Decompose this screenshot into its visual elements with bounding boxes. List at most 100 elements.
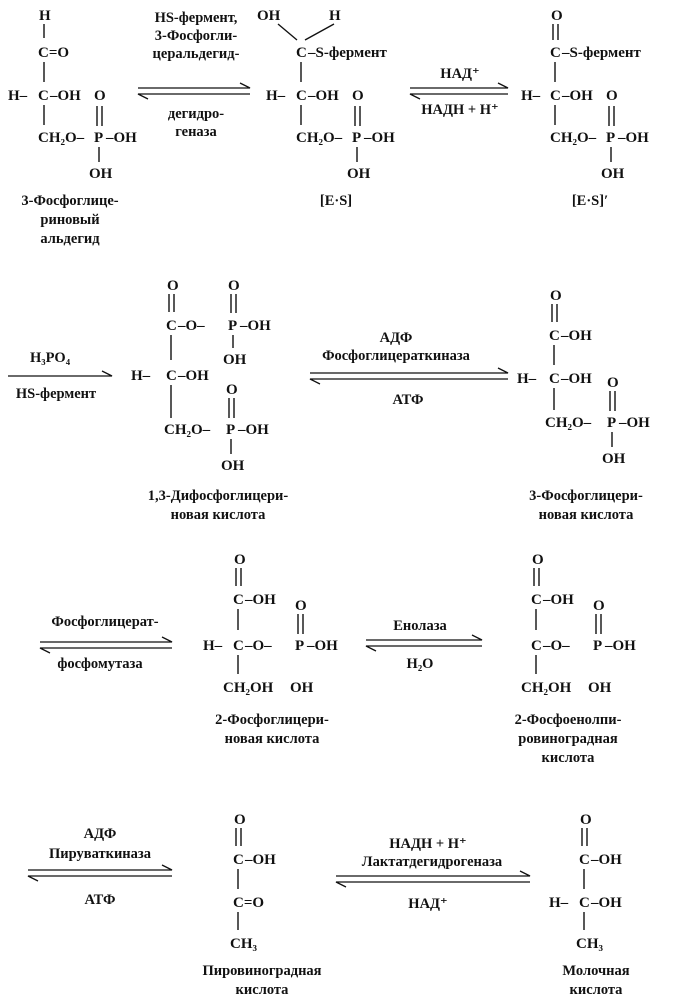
structure-name-line: 3-Фосфоглице-: [21, 193, 118, 209]
atom-p: P: [226, 422, 235, 438]
atom-p1-oxo: O: [228, 278, 240, 294]
arrow-label-above: АДФ: [380, 330, 413, 346]
atom-c1: C: [233, 852, 244, 868]
atom-p-oh: –OH: [237, 422, 269, 438]
atom-p1-oh-bottom: OH: [223, 352, 247, 368]
arrow-a2: НАД⁺ НАДН + Н⁺: [409, 66, 509, 118]
structure-es: OH H C –S-фермент H– C –OH CH₂O– P O –OH…: [257, 8, 395, 209]
structure-pg2: O C –OH H– C –O– P O –OH CH₂OH OH 2-Фосф…: [203, 552, 338, 747]
arrow-label-below: дегидро-: [168, 106, 224, 122]
atom-oh: –OH: [177, 368, 209, 384]
arrow-label-below: НАДН + Н⁺: [421, 102, 498, 118]
atom-c1-oh: –OH: [244, 852, 276, 868]
atom-p-oh-bottom: OH: [602, 451, 626, 467]
structure-name-line: новая кислота: [225, 731, 320, 747]
atom-c1: C: [296, 45, 307, 61]
atom-c1: C: [549, 328, 560, 344]
atom-c2: C: [166, 368, 177, 384]
arrow-a3: H₃PO₄ HS-фермент: [8, 350, 113, 402]
atom-o-bridge: –O–: [177, 318, 205, 334]
structure-name-line: 2-Фосфоглицери-: [215, 712, 329, 728]
atom-c2: C: [579, 895, 590, 911]
atom-o-top: O: [234, 552, 246, 568]
atom-p-oh-bottom: OH: [221, 458, 245, 474]
atom-c1-oh: –OH: [590, 852, 622, 868]
atom-h: H–: [517, 371, 537, 387]
arrow-a7: АДФ Пируваткиназа АТФ: [27, 826, 173, 908]
arrow-label-above: Енолаза: [393, 618, 447, 634]
atom-h: H–: [521, 88, 541, 104]
bond-line: [304, 23, 335, 41]
arrow-label-above: 3-Фосфогли-: [155, 28, 238, 44]
atom-p-oh: –OH: [105, 130, 137, 146]
atom-p-oxo: O: [94, 88, 106, 104]
structure-lactate: O C –OH H– C –OH CH₃ Молочная кислота: [549, 812, 630, 998]
arrow-a5: Фосфоглицерат- фосфомутаза: [39, 614, 173, 672]
structure-name-line: альдегид: [40, 231, 100, 247]
atom-p-oh-bottom: OH: [347, 166, 371, 182]
forward-arrow-icon: [336, 870, 531, 877]
structure-name-line: новая кислота: [171, 507, 266, 523]
forward-arrow-icon: [138, 82, 251, 89]
atom-h-top: H: [329, 8, 341, 24]
atom-p-oxo: O: [226, 382, 238, 398]
arrow-a4: АДФ Фосфоглицераткиназа АТФ: [309, 330, 509, 408]
atom-c2: C: [549, 371, 560, 387]
structure-name-line: 3-Фосфоглицери-: [529, 488, 643, 504]
atom-ch2o: CH₂O–: [550, 130, 597, 146]
forward-arrow-icon: [8, 370, 113, 377]
structure-name-line: 1,3-Дифосфоглицери-: [148, 488, 289, 504]
structure-name-line: Пировиноградная: [202, 963, 321, 979]
reverse-arrow-icon: [365, 645, 482, 652]
arrow-label-above: H₃PO₄: [30, 350, 71, 366]
structure-name-line: [E·S]: [320, 193, 352, 209]
atom-p-oxo: O: [607, 375, 619, 391]
structure-pyruvate: O C –OH C=O CH₃ Пировиноградная кислота: [202, 812, 321, 998]
forward-arrow-icon: [28, 864, 173, 871]
forward-arrow-icon: [310, 367, 509, 374]
arrow-label-below: геназа: [175, 124, 217, 140]
arrow-label-above: АДФ: [84, 826, 117, 842]
atom-oh-top: OH: [257, 8, 281, 24]
arrow-label-above: HS-фермент,: [155, 10, 238, 26]
atom-o-bridge: –O–: [542, 638, 570, 654]
arrow-label-below: HS-фермент: [16, 386, 96, 402]
structure-pg3: O C –OH H– C –OH CH₂O– P O –OH OH 3-Фосф…: [517, 288, 650, 523]
atom-ch3: CH₃: [576, 936, 604, 952]
structure-name-line: Молочная: [562, 963, 629, 979]
atom-p: P: [593, 638, 602, 654]
atom-p-oh-bottom: OH: [588, 680, 612, 696]
atom-p1-oh: –OH: [239, 318, 271, 334]
structure-name-line: 2-Фосфоенолпи-: [515, 712, 622, 728]
atom-p: P: [94, 130, 103, 146]
reverse-arrow-icon: [137, 93, 250, 100]
arrow-a8: НАДН + Н⁺ Лактатдегидрогеназа НАД⁺: [335, 836, 531, 912]
atom-oh: –OH: [590, 895, 622, 911]
arrow-label-below: АТФ: [84, 892, 115, 908]
atom-c1: C: [233, 592, 244, 608]
atom-c1-oh: –OH: [560, 328, 592, 344]
atom-h-top: H: [39, 8, 51, 24]
structure-name-line: ровиноградная: [518, 731, 618, 747]
atom-p: P: [352, 130, 361, 146]
atom-c1-oh: –OH: [244, 592, 276, 608]
atom-ch2o: CH₂O–: [164, 422, 211, 438]
atom-o-bridge: –O–: [244, 638, 272, 654]
arrow-label-below: НАД⁺: [408, 896, 447, 912]
atom-ch2o: CH₂O–: [38, 130, 85, 146]
reverse-arrow-icon: [335, 881, 530, 888]
atom-c1-oh: –OH: [542, 592, 574, 608]
arrow-label-above: НАДН + Н⁺: [389, 836, 466, 852]
arrow-label-above: Лактатдегидрогеназа: [362, 854, 503, 870]
structure-dpg: O C –O– P O –OH OH H– C –OH CH₂O– P O –O…: [131, 278, 288, 523]
atom-h: H–: [203, 638, 223, 654]
structure-name-line: кислота: [542, 750, 596, 766]
atom-p-oxo: O: [352, 88, 364, 104]
reverse-arrow-icon: [309, 378, 508, 385]
atom-h: H–: [266, 88, 286, 104]
atom-o-top: O: [167, 278, 179, 294]
arrow-label-below: фосфомутаза: [57, 656, 143, 672]
atom-ch2o: CH₂O–: [296, 130, 343, 146]
atom-c2: C: [296, 88, 307, 104]
